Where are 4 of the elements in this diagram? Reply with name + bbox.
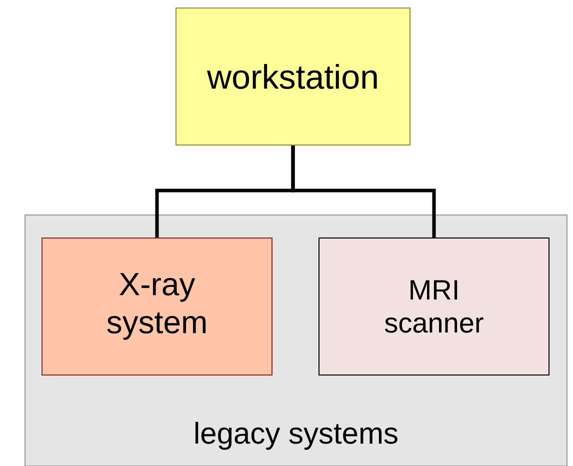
system-box: MRI scanner (318, 238, 550, 376)
connector-line (291, 146, 436, 238)
workstation-box: workstation (176, 8, 410, 146)
system-box: X-ray system (42, 238, 272, 376)
